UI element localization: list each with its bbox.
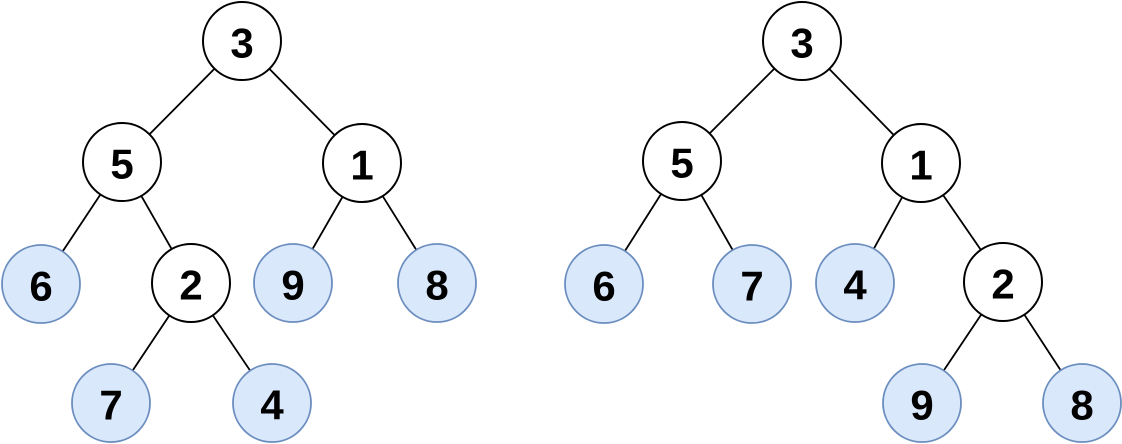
node-circle xyxy=(397,243,477,323)
tree-2-node-7-leaf: 7 xyxy=(712,244,792,324)
tree-1-node-1: 1 xyxy=(322,123,402,203)
node-value: 1 xyxy=(909,142,932,189)
node-circle xyxy=(881,123,961,203)
node-circle xyxy=(202,1,282,81)
node-value: 6 xyxy=(592,263,615,310)
node-circle xyxy=(253,243,333,323)
node-circle xyxy=(642,121,722,201)
node-value: 1 xyxy=(350,142,373,189)
node-value: 4 xyxy=(260,382,284,429)
node-value: 3 xyxy=(230,20,253,67)
node-value: 5 xyxy=(670,140,693,187)
tree-2-node-4-leaf: 4 xyxy=(815,243,895,323)
node-circle xyxy=(762,1,842,81)
tree-1-node-5: 5 xyxy=(82,122,162,202)
node-value: 2 xyxy=(179,262,202,309)
tree-1: 3 5 1 6 2 9 8 7 4 xyxy=(1,1,477,443)
node-value: 6 xyxy=(29,263,52,310)
tree-1-node-6-leaf: 6 xyxy=(1,244,81,324)
tree-1-node-7-leaf: 7 xyxy=(71,363,151,443)
tree-2-node-5: 5 xyxy=(642,121,722,201)
node-circle xyxy=(82,122,162,202)
tree-2-node-1: 1 xyxy=(881,123,961,203)
tree-1-node-2: 2 xyxy=(151,243,231,323)
tree-1-node-3: 3 xyxy=(202,1,282,81)
node-circle xyxy=(1,244,81,324)
node-circle xyxy=(712,244,792,324)
node-circle xyxy=(564,244,644,324)
node-value: 5 xyxy=(110,141,133,188)
node-circle xyxy=(322,123,402,203)
node-value: 3 xyxy=(790,20,813,67)
node-value: 4 xyxy=(843,262,867,309)
node-value: 8 xyxy=(1070,382,1093,429)
node-value: 9 xyxy=(910,382,933,429)
tree-1-node-9-leaf: 9 xyxy=(253,243,333,323)
tree-1-node-8-leaf: 8 xyxy=(397,243,477,323)
tree-2-node-6-leaf: 6 xyxy=(564,244,644,324)
node-circle xyxy=(1042,363,1122,443)
node-value: 9 xyxy=(281,262,304,309)
tree-2: 3 5 1 6 7 4 2 9 8 xyxy=(564,1,1122,443)
node-circle xyxy=(963,242,1043,322)
node-circle xyxy=(815,243,895,323)
node-value: 7 xyxy=(740,263,763,310)
node-value: 7 xyxy=(99,382,122,429)
tree-2-node-2: 2 xyxy=(963,242,1043,322)
tree-1-node-4-leaf: 4 xyxy=(232,363,312,443)
tree-2-node-9-leaf: 9 xyxy=(882,363,962,443)
tree-2-node-3: 3 xyxy=(762,1,842,81)
tree-2-node-8-leaf: 8 xyxy=(1042,363,1122,443)
node-circle xyxy=(151,243,231,323)
node-circle xyxy=(71,363,151,443)
node-circle xyxy=(882,363,962,443)
node-circle xyxy=(232,363,312,443)
node-value: 2 xyxy=(991,261,1014,308)
node-value: 8 xyxy=(425,262,448,309)
